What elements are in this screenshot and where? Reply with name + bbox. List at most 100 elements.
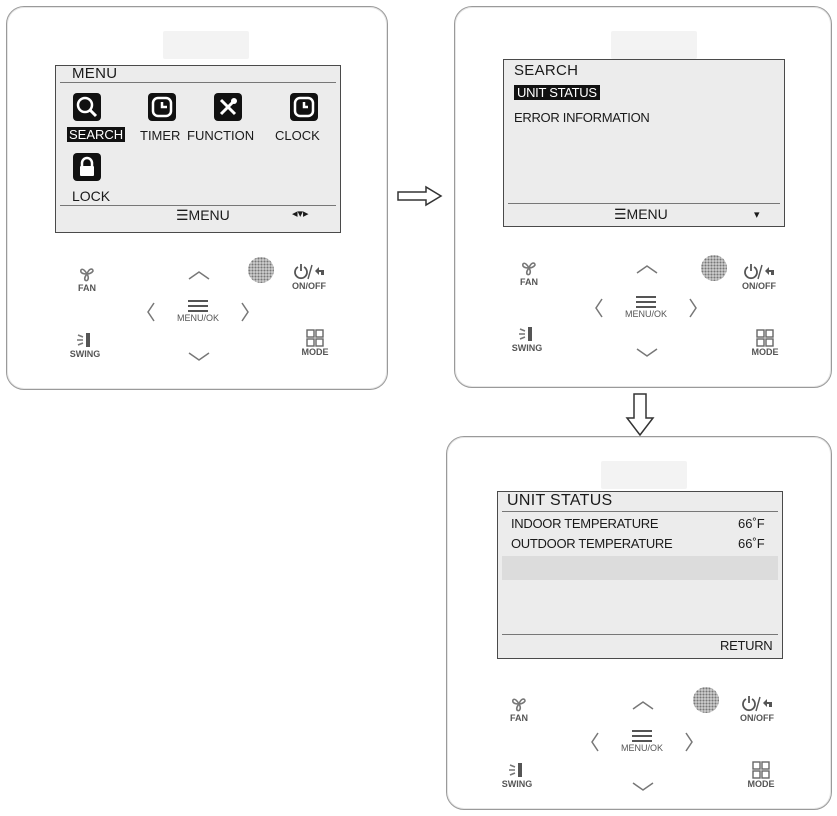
right-arrow-button[interactable] (683, 731, 695, 753)
sensor-window (611, 31, 697, 59)
mode-icon (752, 761, 770, 779)
fan-button[interactable]: FAN (69, 265, 105, 293)
status-row-value: 66˚F (738, 516, 765, 531)
right-arrow-button[interactable] (687, 297, 699, 319)
down-arrow-icon (625, 393, 655, 437)
power-icon (742, 696, 772, 712)
mode-button[interactable]: MODE (743, 761, 779, 789)
fan-icon (512, 698, 526, 712)
fan-button[interactable]: FAN (501, 695, 537, 723)
lcd-screen: SEARCH UNIT STATUS ERROR INFORMATION ☰ME… (503, 59, 785, 227)
power-icon (294, 264, 324, 280)
controller-panel-search: SEARCH UNIT STATUS ERROR INFORMATION ☰ME… (454, 6, 832, 388)
menu-label: ☰MENU (176, 207, 230, 223)
status-row-value: 66˚F (738, 536, 765, 551)
menu-ok-button[interactable]: MENU/OK (621, 295, 671, 319)
nav-hint-icon: ◂▾▸ (292, 208, 309, 220)
left-arrow-button[interactable] (145, 301, 157, 323)
empty-row-highlight (502, 556, 778, 580)
mode-button[interactable]: MODE (747, 329, 783, 357)
menu-lines-icon (632, 730, 652, 742)
on-off-label: ON/OFF (740, 713, 774, 723)
on-off-label: ON/OFF (292, 281, 326, 291)
menu-ok-label: MENU/OK (624, 309, 667, 319)
left-arrow-button[interactable] (593, 297, 605, 319)
divider (60, 205, 336, 206)
speaker-grill (701, 255, 727, 281)
down-arrow-button[interactable] (631, 781, 655, 793)
divider (60, 82, 336, 83)
up-arrow-button[interactable] (631, 699, 655, 711)
speaker-grill (693, 687, 719, 713)
mode-label: MODE (747, 779, 775, 789)
menu-item-function[interactable]: FUNCTION (187, 128, 255, 143)
swing-icon (519, 327, 532, 341)
list-item-error-information[interactable]: ERROR INFORMATION (514, 110, 650, 125)
sensor-window (601, 461, 687, 489)
menu-item-clock[interactable]: CLOCK (275, 128, 320, 143)
fan-icon (522, 262, 536, 276)
down-arrow-button[interactable] (635, 347, 659, 359)
down-arrow-button[interactable] (187, 351, 211, 363)
fan-label: FAN (510, 713, 528, 723)
nav-hint-icon: ▾ (754, 209, 760, 221)
up-arrow-button[interactable] (187, 269, 211, 281)
menu-label: ☰MENU (614, 206, 668, 222)
on-off-label: ON/OFF (742, 281, 776, 291)
on-off-button[interactable]: ON/OFF (735, 695, 779, 723)
list-item-unit-status[interactable]: UNIT STATUS (514, 85, 600, 100)
fan-label: FAN (520, 277, 538, 287)
menu-ok-button[interactable]: MENU/OK (617, 729, 667, 753)
speaker-grill (248, 257, 274, 283)
status-row-label: OUTDOOR TEMPERATURE (511, 536, 673, 551)
controller-panel-menu: MENU SEARCH TIMER FUNCTION CLOCK LOCK ☰M… (6, 6, 388, 390)
clock-icon[interactable] (290, 93, 318, 121)
swing-button[interactable]: SWING (65, 331, 105, 359)
screen-title: MENU (72, 65, 118, 82)
lcd-screen: MENU SEARCH TIMER FUNCTION CLOCK LOCK ☰M… (55, 65, 341, 233)
right-arrow-icon (397, 185, 443, 207)
function-icon[interactable] (214, 93, 242, 121)
search-icon[interactable] (73, 93, 101, 121)
swing-icon (77, 333, 90, 347)
mode-label: MODE (301, 347, 329, 357)
menu-ok-label: MENU/OK (176, 313, 219, 323)
on-off-button[interactable]: ON/OFF (287, 263, 331, 291)
menu-item-timer[interactable]: TIMER (140, 128, 181, 143)
lock-icon[interactable] (73, 153, 101, 181)
menu-item-search[interactable]: SEARCH (67, 127, 126, 142)
mode-button[interactable]: MODE (297, 329, 333, 357)
menu-lines-icon (636, 296, 656, 308)
menu-item-lock[interactable]: LOCK (72, 188, 111, 204)
mode-icon (756, 329, 774, 347)
left-arrow-button[interactable] (589, 731, 601, 753)
swing-label: SWING (511, 343, 543, 353)
status-row-label: INDOOR TEMPERATURE (511, 516, 659, 531)
menu-ok-label: MENU/OK (620, 743, 663, 753)
fan-label: FAN (78, 283, 96, 293)
sensor-window (163, 31, 249, 59)
swing-icon (509, 763, 522, 777)
mode-icon (306, 329, 324, 347)
lcd-screen: UNIT STATUS INDOOR TEMPERATURE 66˚F OUTD… (497, 491, 783, 659)
return-label[interactable]: RETURN (720, 638, 773, 653)
up-arrow-button[interactable] (635, 263, 659, 275)
divider (502, 634, 778, 635)
swing-label: SWING (501, 779, 533, 789)
menu-lines-icon (188, 300, 208, 312)
swing-button[interactable]: SWING (497, 761, 537, 789)
screen-title: UNIT STATUS (507, 492, 613, 509)
screen-title: SEARCH (514, 62, 579, 79)
menu-ok-button[interactable]: MENU/OK (173, 299, 223, 323)
timer-icon[interactable] (148, 93, 176, 121)
divider (502, 511, 778, 512)
fan-button[interactable]: FAN (511, 259, 547, 287)
on-off-button[interactable]: ON/OFF (737, 263, 781, 291)
fan-icon (80, 268, 94, 282)
swing-button[interactable]: SWING (507, 325, 547, 353)
swing-label: SWING (69, 349, 101, 359)
divider (508, 203, 780, 204)
mode-label: MODE (751, 347, 779, 357)
controller-panel-unit-status: UNIT STATUS INDOOR TEMPERATURE 66˚F OUTD… (446, 436, 832, 810)
right-arrow-button[interactable] (239, 301, 251, 323)
